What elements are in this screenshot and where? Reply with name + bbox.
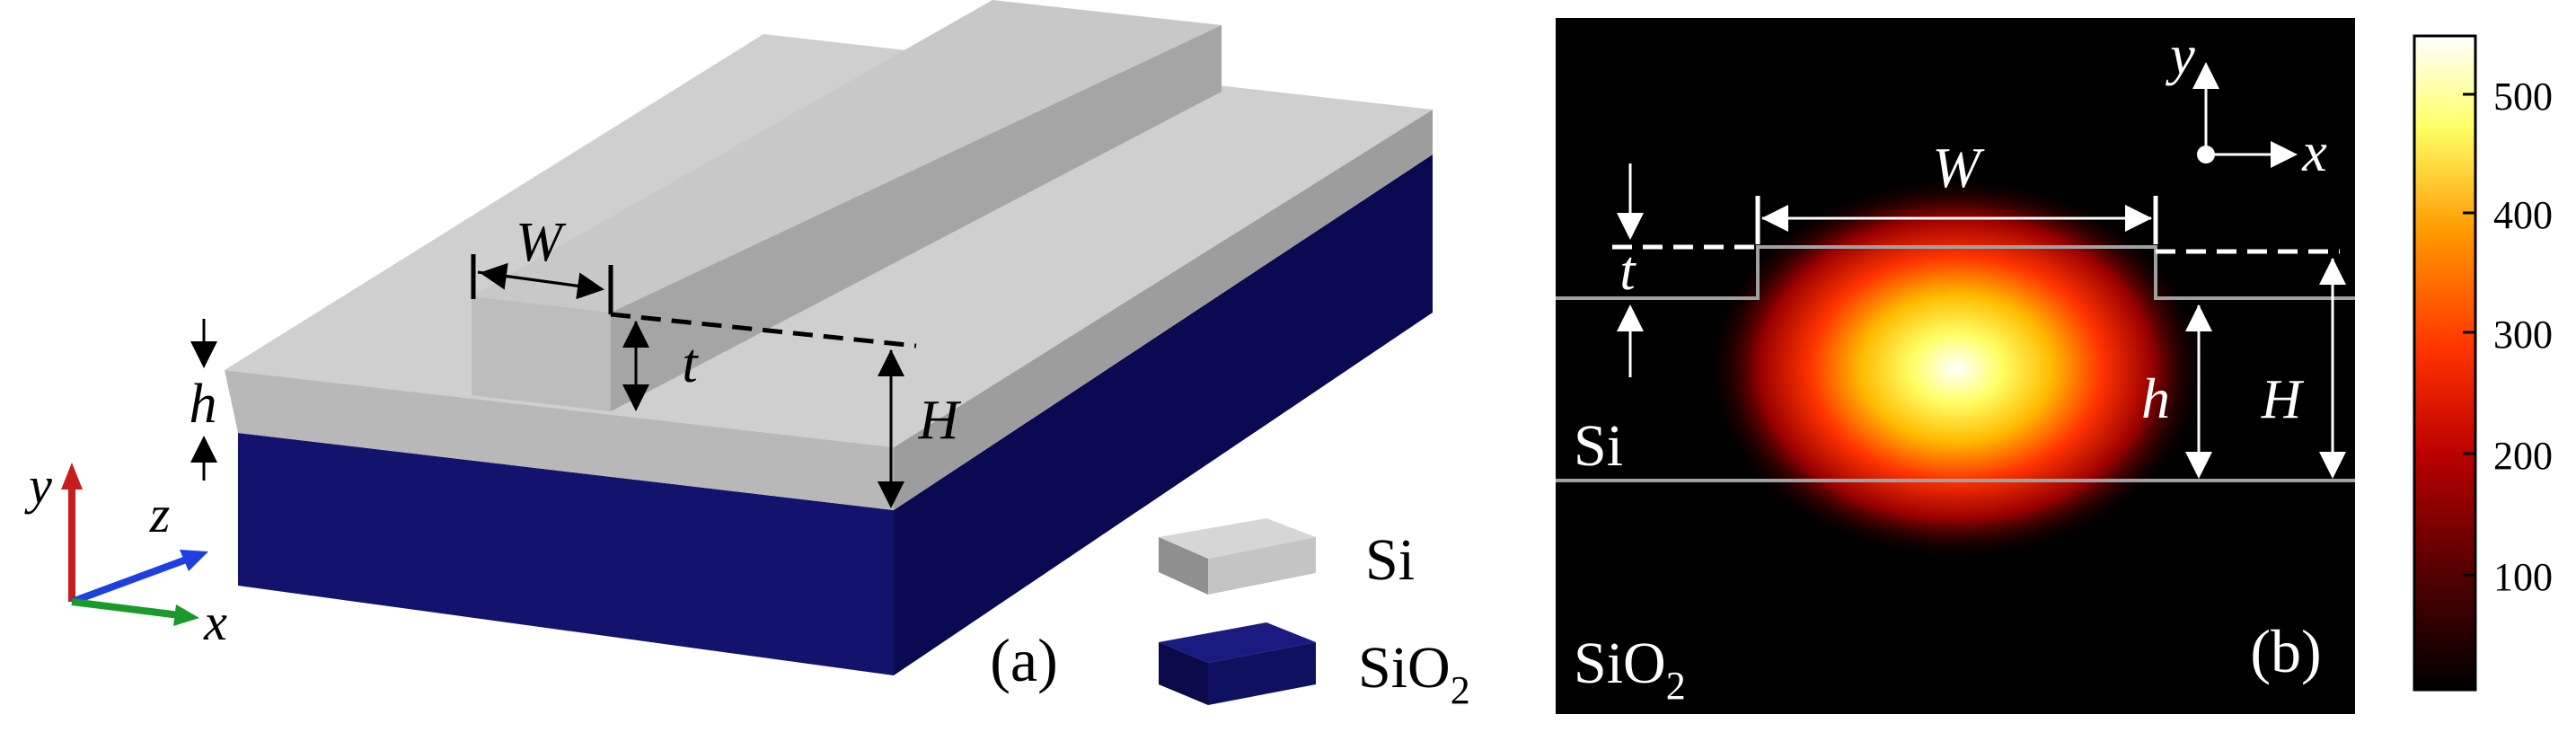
field-dim-h-label: h — [2141, 366, 2170, 430]
panel-a-caption: (a) — [990, 626, 1057, 694]
field-dim-h: h — [2141, 304, 2212, 479]
field-dim-w: W — [1755, 136, 2158, 244]
rib-top-dashed-line — [610, 312, 917, 348]
mode-intensity-spot — [1705, 175, 2208, 561]
dim-w: W — [471, 212, 613, 314]
dim-h-total-label: H — [918, 390, 962, 451]
legend-sio2-label: SiO2 — [1358, 635, 1470, 712]
legend-sio2-swatch — [1159, 622, 1316, 705]
dim-t: t — [622, 321, 699, 411]
field-dim-t-label: t — [1619, 241, 1636, 302]
colorbar-tick-label: 300 — [2493, 313, 2553, 357]
colorbar-tick-label: 200 — [2493, 434, 2553, 478]
region-si-label: Si — [1574, 413, 1623, 479]
region-sio2-label: SiO2 — [1574, 631, 1686, 708]
panel-b-caption: (b) — [2250, 617, 2321, 685]
si-rib — [472, 0, 1222, 411]
colorbar-tick-label: 500 — [2493, 75, 2553, 119]
substrate-block — [238, 154, 1433, 675]
field-dim-H-label: H — [2261, 369, 2305, 430]
field-axis-y-label: y — [2165, 25, 2195, 86]
colorbar-tick-label: 100 — [2493, 555, 2553, 599]
colorbar-gradient — [2413, 34, 2477, 692]
dim-h-slab: h — [190, 319, 217, 481]
axis-x-label: x — [203, 593, 227, 651]
colorbar: 500 400 300 200 100 — [2413, 34, 2553, 692]
material-legend: Si SiO2 — [1159, 518, 1470, 712]
dim-t-label: t — [682, 333, 699, 394]
panel-b: W t h H y x Si — [1556, 18, 2553, 714]
si-outline-top — [1556, 245, 2355, 300]
axis-y-label: y — [24, 456, 52, 515]
axis-z-label: z — [149, 485, 171, 543]
axis-triad-3d: y z x — [24, 456, 227, 651]
field-dim-H: H — [2261, 258, 2346, 479]
dim-h-slab-label: h — [190, 374, 217, 435]
field-dim-w-label: W — [1932, 136, 1985, 199]
dim-w-label: W — [516, 212, 567, 273]
legend-si-label: Si — [1365, 527, 1415, 593]
legend-si-swatch — [1159, 518, 1316, 595]
panel-a: W t H h y z — [24, 0, 1470, 712]
colorbar-ticks — [2463, 93, 2475, 577]
axis-indicator-2d: y x — [2165, 25, 2327, 183]
field-dim-t: t — [1617, 163, 1644, 377]
dim-h-total: H — [878, 349, 962, 508]
field-axis-x-label: x — [2301, 122, 2327, 183]
colorbar-tick-label: 400 — [2493, 193, 2553, 237]
